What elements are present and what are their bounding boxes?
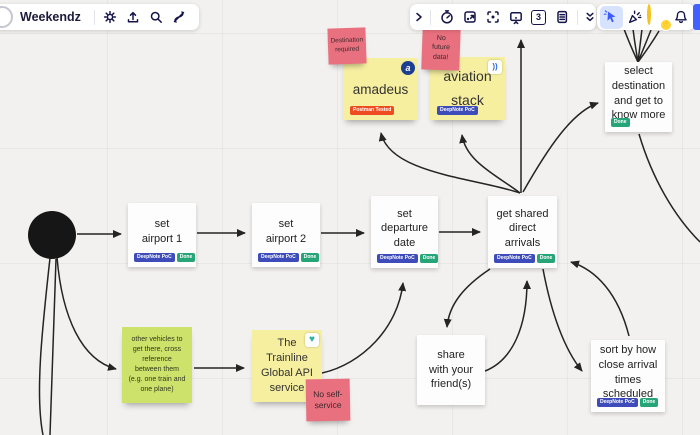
timer-icon [439,9,455,25]
settings-button[interactable] [99,6,122,29]
tag-row: DeepNote PoC Done [134,253,196,262]
card-label: sort by how close arrival times schedule… [598,344,658,401]
card-get-shared-direct-arrivals[interactable]: get shared direct arrivals DeepNote PoC … [488,196,557,268]
sticky-amadeus[interactable]: amadeus a Postman Tested [343,58,418,120]
select-tool-button[interactable] [599,5,623,29]
tag-row: DeepNote PoC Done [258,253,320,262]
tag-done: Done [639,398,659,407]
sticky-text: aviation stack [443,67,492,108]
card-label: set airport 2 [265,217,307,245]
notifications-button[interactable] [669,6,692,29]
upload-button[interactable] [122,6,145,29]
upload-icon [125,9,141,25]
tag-postman-tested: Postman Tested [350,106,395,115]
bell-icon [673,9,689,25]
sticky-text: The Trainline Global API service [261,337,313,394]
sticky-trainline-api[interactable]: The Trainline Global API service ♥ [252,330,322,402]
card-set-airport-2[interactable]: set airport 2 DeepNote PoC Done [252,203,320,267]
start-node-circle[interactable] [28,211,76,259]
sticky-no-self-service[interactable]: No self- service [305,378,351,422]
divider [430,9,431,25]
tag-row: Done [611,118,630,127]
board-logo-partial-icon [0,6,13,28]
tag-deepnote-poc: DeepNote PoC [437,106,478,115]
frames-count-button[interactable]: 3 [527,6,550,29]
search-icon [148,9,164,25]
card-label: set airport 1 [141,217,183,245]
toolbar-board: Weekendz [0,4,199,30]
tag-done: Done [419,254,439,263]
notes-button[interactable] [550,6,573,29]
tag-done: Done [611,118,630,127]
heart-icon[interactable]: ♥ [305,333,319,347]
avatar-photo [646,4,651,25]
amadeus-link-badge-icon[interactable]: a [401,61,415,75]
share-button[interactable] [693,4,700,30]
card-select-destination[interactable]: select destination and get to know more … [605,62,672,132]
gear-icon [102,9,118,25]
presentation-button[interactable] [504,6,527,29]
sticky-no-future-data[interactable]: No future data! [421,25,461,71]
tag-deepnote-poc: DeepNote PoC [134,253,175,262]
sticky-aviation-stack[interactable]: aviation stack )) DeepNote PoC [430,57,505,120]
search-button[interactable] [145,6,168,29]
double-chevron-down-icon [583,9,597,25]
toolbar-tools: 3 [410,4,596,30]
card-set-airport-1[interactable]: set airport 1 DeepNote PoC Done [128,203,196,267]
card-label: share with your friend(s) [428,349,474,391]
tag-row: DeepNote PoC Done [494,254,556,263]
user-avatar[interactable]: ⚡ [646,4,672,31]
board-title[interactable]: Weekendz [20,10,81,24]
card-label: set departure date [380,207,429,249]
frames-count-icon: 3 [531,9,546,25]
tag-deepnote-poc: DeepNote PoC [377,254,418,263]
tag-done: Done [300,253,320,262]
timer-button[interactable] [435,6,458,29]
frame-export-button[interactable] [458,6,481,29]
integrations-button[interactable] [168,6,191,29]
card-label: get shared direct arrivals [496,207,549,249]
expand-toolbar-button[interactable] [412,6,426,29]
divider [577,9,578,25]
collapse-toolbar-button[interactable] [582,6,598,29]
cursor-icon [603,9,619,25]
focus-icon [485,9,501,25]
aviationstack-link-badge-icon[interactable]: )) [488,60,502,74]
sticky-text: amadeus [352,81,409,97]
presentation-icon [508,9,524,25]
tag-row: DeepNote PoC Done [597,398,659,407]
divider [93,9,95,25]
tag-done: Done [176,253,196,262]
chevron-right-icon [413,10,425,24]
reactions-button[interactable] [623,6,646,29]
sticky-destination-required[interactable]: Destination required [327,27,367,65]
sticky-other-vehicles[interactable]: other vehicles to get there, cross refer… [122,327,192,403]
lightning-badge-icon: ⚡ [659,19,672,31]
tag-deepnote-poc: DeepNote PoC [258,253,299,262]
tag-row: DeepNote PoC Done [377,254,439,263]
tag-deepnote-poc: DeepNote PoC [494,254,535,263]
tag-done: Done [536,254,556,263]
card-sort-by-arrival-times[interactable]: sort by how close arrival times schedule… [591,340,665,412]
notes-icon [554,9,570,25]
toolbar-session: ⚡ [597,4,695,31]
focus-button[interactable] [481,6,504,29]
card-label: select destination and get to know more [611,65,666,122]
integrations-icon [171,9,187,25]
card-set-departure-date[interactable]: set departure date DeepNote PoC Done [371,196,439,268]
frame-export-icon [462,9,478,25]
tag-deepnote-poc: DeepNote PoC [597,398,638,407]
party-popper-icon [627,9,643,25]
card-share-with-friends[interactable]: share with your friend(s) [417,335,485,405]
